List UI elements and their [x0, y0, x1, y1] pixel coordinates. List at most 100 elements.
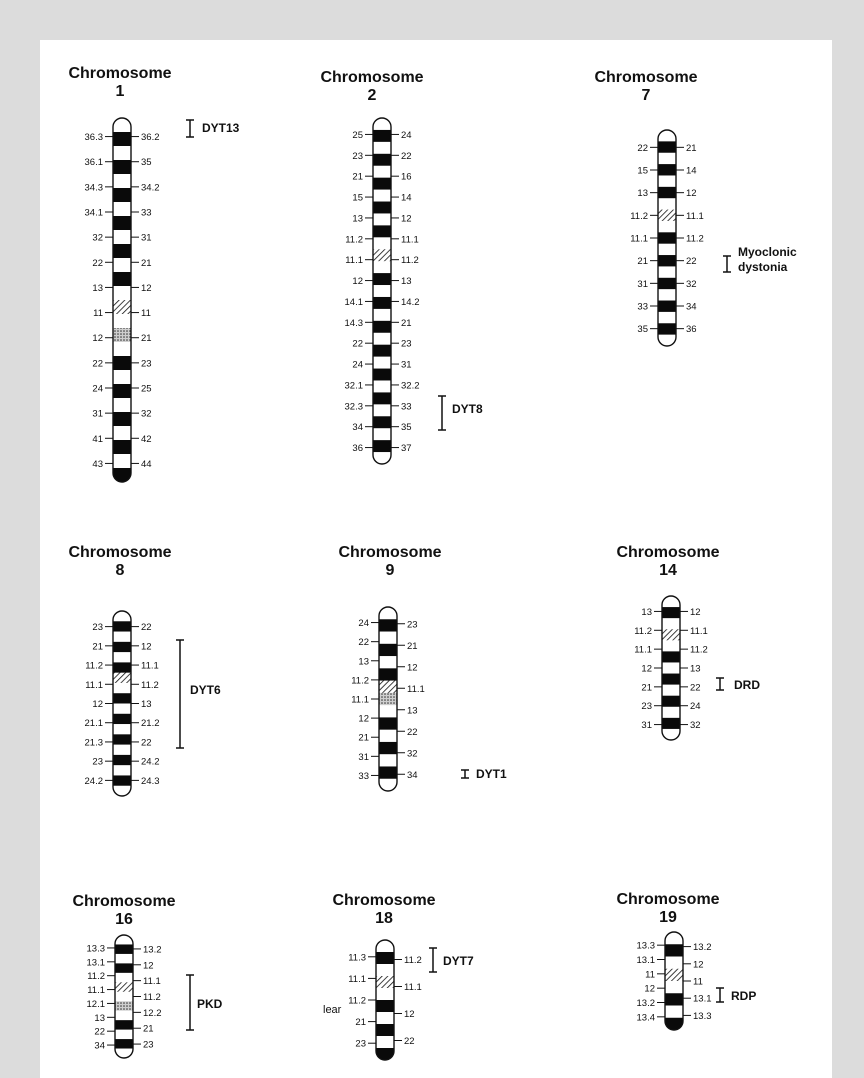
- chromosome-band: [113, 641, 131, 653]
- disease-label: DYT13: [202, 121, 240, 135]
- band-label-left: 34.1: [85, 208, 104, 219]
- chromosome-band: [373, 213, 391, 226]
- band-label-right: 13: [407, 705, 418, 716]
- band-label-left: 12: [92, 333, 103, 344]
- chromosome-band: [662, 596, 680, 608]
- band-label-right: 11.1: [407, 684, 425, 695]
- chromosome-band: [665, 956, 683, 970]
- chromosome-band: [658, 186, 676, 199]
- band-label-left: 31: [92, 409, 103, 420]
- chromosome-8: Chromosome8232111.211.11221.121.32324.22…: [68, 544, 221, 797]
- band-label-right: 34: [686, 302, 697, 313]
- chromosome-band: [113, 230, 131, 245]
- band-label-right: 23: [407, 619, 418, 630]
- band-label-left: 32.1: [345, 380, 364, 391]
- chromosome-band: [658, 141, 676, 154]
- chromosome-band: [113, 775, 131, 787]
- chromosome-title: Chromosome: [68, 65, 171, 82]
- chromosome-band: [665, 944, 683, 957]
- band-label-right: 21: [407, 641, 418, 652]
- chromosome-title: Chromosome: [616, 891, 719, 908]
- chromosome-band: [113, 244, 131, 259]
- band-label-right: 22: [690, 682, 701, 693]
- band-label-left: 22: [352, 339, 363, 350]
- chromosome-band: [113, 734, 131, 745]
- band-label-left: 23: [92, 757, 103, 768]
- chromosome-band: [373, 225, 391, 238]
- band-label-right: 31: [141, 233, 152, 244]
- band-label-right: 21: [401, 318, 412, 329]
- band-label-right: 22: [141, 737, 152, 748]
- chromosome-band: [658, 289, 676, 301]
- band-label-left: 11.2: [348, 996, 366, 1007]
- band-label-left: 11: [645, 969, 655, 980]
- disease-label-line2: dystonia: [738, 260, 788, 274]
- chromosome-title: Chromosome: [320, 69, 423, 86]
- band-label-left: 41: [92, 434, 103, 445]
- chromosome-band: [113, 426, 131, 441]
- chromosome-band: [376, 1000, 394, 1013]
- band-label-right: 12: [401, 213, 412, 224]
- chromosome-number: 2: [368, 87, 377, 104]
- chromosome-band: [379, 778, 397, 791]
- band-label-right: 22: [407, 727, 418, 738]
- band-label-left: 32: [92, 233, 103, 244]
- chromosome-band: [658, 130, 676, 142]
- chromosome-band: [658, 323, 676, 335]
- chromosome-band: [113, 118, 131, 133]
- band-label-right: 32.2: [401, 380, 420, 391]
- band-label-left: 12: [92, 699, 103, 710]
- chromosome-band: [373, 129, 391, 143]
- chromosome-band: [658, 175, 676, 188]
- chromosome-band: [113, 174, 131, 189]
- band-label-left: 24: [352, 360, 363, 371]
- chromosome-band: [376, 1024, 394, 1037]
- disease-label: DRD: [734, 678, 760, 692]
- chromosome-band: [379, 631, 397, 645]
- chromosome-title: Chromosome: [332, 892, 435, 909]
- band-label-right: 25: [141, 384, 152, 395]
- band-label-left: 21: [358, 733, 369, 744]
- chromosome-outline: [112, 117, 132, 483]
- band-label-left: 24.2: [85, 776, 104, 787]
- stray-text: lear: [323, 1004, 342, 1016]
- band-label-left: 11.2: [87, 971, 105, 982]
- chromosome-band: [379, 619, 397, 632]
- chromosome-band: [113, 370, 131, 385]
- band-label-left: 13.3: [637, 941, 656, 952]
- chromosome-band: [658, 152, 676, 165]
- chromosome-band: [379, 680, 397, 694]
- chromosome-band: [113, 754, 131, 766]
- band-label-left: 21.1: [85, 718, 104, 729]
- band-label-right: 11.2: [401, 255, 419, 266]
- chromosome-band: [113, 132, 131, 147]
- band-group: [662, 596, 680, 740]
- chromosome-18: Chromosome1811.311.111.2212311.211.11222…: [323, 892, 474, 1061]
- chromosome-band: [113, 398, 131, 413]
- band-label-right: 24: [690, 701, 701, 712]
- band-label-left: 22: [94, 1027, 105, 1038]
- band-group: [113, 118, 131, 482]
- band-label-left: 11.1: [351, 695, 369, 706]
- chromosome-band: [113, 412, 131, 427]
- chromosome-number: 1: [116, 83, 125, 100]
- chromosome-band: [373, 177, 391, 190]
- band-label-right: 12: [686, 188, 697, 199]
- band-label-right: 33: [401, 401, 412, 412]
- band-label-left: 34.3: [85, 182, 104, 193]
- chromosome-band: [658, 243, 676, 256]
- band-label-right: 42: [141, 434, 152, 445]
- band-label-right: 22: [141, 622, 152, 633]
- band-label-left: 11.1: [634, 645, 652, 656]
- chromosome-band: [373, 201, 391, 214]
- chromosome-number: 8: [116, 562, 125, 579]
- chromosome-band: [665, 993, 683, 1006]
- chromosome-9: Chromosome924221311.211.1122131332321121…: [338, 544, 507, 792]
- chromosome-band: [379, 692, 397, 706]
- disease-label: RDP: [731, 989, 756, 1003]
- chromosome-16: Chromosome1613.313.111.211.112.113223413…: [72, 893, 223, 1059]
- chromosome-band: [662, 662, 680, 674]
- band-label-left: 21: [355, 1017, 366, 1028]
- chromosome-band: [373, 153, 391, 167]
- chromosome-band: [113, 744, 131, 756]
